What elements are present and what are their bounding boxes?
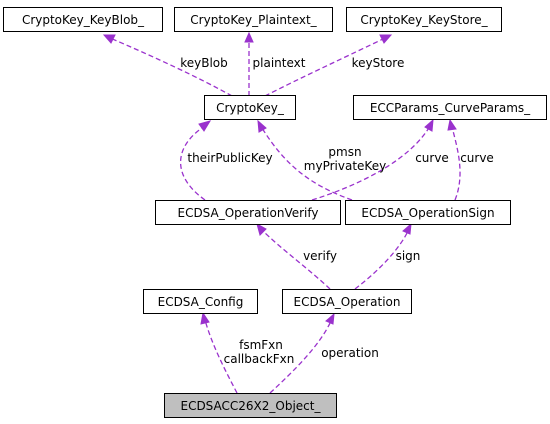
edge-label-verify: verify <box>303 249 337 263</box>
edge-label-sign: sign <box>396 249 421 263</box>
edge-label-keyblob: keyBlob <box>180 56 228 70</box>
node-label: CryptoKey_ <box>216 101 285 115</box>
edge-config <box>200 311 238 394</box>
arrowhead <box>325 312 335 325</box>
arrowhead <box>244 31 254 43</box>
node-cryptokey[interactable]: CryptoKey_ <box>204 95 296 120</box>
node-label: CryptoKey_Plaintext_ <box>190 13 317 27</box>
edge-curve-sign <box>447 118 461 201</box>
node-operation[interactable]: ECDSA_Operation <box>282 289 412 314</box>
arrowhead <box>257 119 267 133</box>
edge-label-fsm-fxn: fsmFxn <box>239 338 283 352</box>
node-label: ECCParams_CurveParams_ <box>370 101 531 115</box>
node-operation-verify[interactable]: ECDSA_OperationVerify <box>155 200 341 225</box>
edge-label-callback-fxn: callbackFxn <box>224 352 295 366</box>
edge-their-public-key <box>180 120 212 201</box>
node-keyblob[interactable]: CryptoKey_KeyBlob_ <box>3 7 163 32</box>
edge-verify <box>256 222 331 290</box>
node-curveparams[interactable]: ECCParams_CurveParams_ <box>353 95 547 120</box>
edge-sign <box>354 222 412 290</box>
edge-keyblob <box>102 34 233 97</box>
node-object[interactable]: ECDSACC26X2_Object_ <box>164 393 337 418</box>
node-label: ECDSA_Config <box>158 295 244 309</box>
edge-label-keystore: keyStore <box>352 56 405 70</box>
edge-label-my-private-key: myPrivateKey <box>304 159 386 173</box>
node-label: CryptoKey_KeyStore_ <box>360 13 488 27</box>
node-keystore[interactable]: CryptoKey_KeyStore_ <box>346 7 502 32</box>
edge-label-pmsn: pmsn <box>328 145 361 159</box>
edge-label-their-public-key: theirPublicKey <box>187 151 272 165</box>
edge-label-operation: operation <box>321 346 379 360</box>
arrowhead <box>256 222 267 236</box>
node-label: ECDSA_OperationVerify <box>177 206 318 220</box>
node-plaintext[interactable]: CryptoKey_Plaintext_ <box>174 7 333 32</box>
arrowhead <box>447 118 457 131</box>
node-label: ECDSA_OperationSign <box>361 206 494 220</box>
edge-label-curve-verify: curve <box>415 151 449 165</box>
edge-pmsn-private-key <box>257 119 353 201</box>
arrowhead <box>379 34 393 44</box>
arrowhead <box>102 34 116 44</box>
edge-label-plaintext: plaintext <box>253 56 306 70</box>
node-label: CryptoKey_KeyBlob_ <box>22 13 145 27</box>
edge-plaintext <box>244 31 254 96</box>
edge-curve-verify <box>311 118 434 201</box>
node-config[interactable]: ECDSA_Config <box>143 289 258 314</box>
node-label: ECDSACC26X2_Object_ <box>180 399 321 413</box>
edge-label-curve-sign: curve <box>460 151 494 165</box>
node-label: ECDSA_Operation <box>294 295 401 309</box>
arrowhead <box>200 311 210 325</box>
edge-operation <box>269 312 335 394</box>
node-operation-sign[interactable]: ECDSA_OperationSign <box>345 200 511 225</box>
arrowhead <box>424 118 434 132</box>
edge-keystore <box>264 34 393 97</box>
arrowhead <box>402 222 412 235</box>
arrowhead <box>198 120 212 132</box>
